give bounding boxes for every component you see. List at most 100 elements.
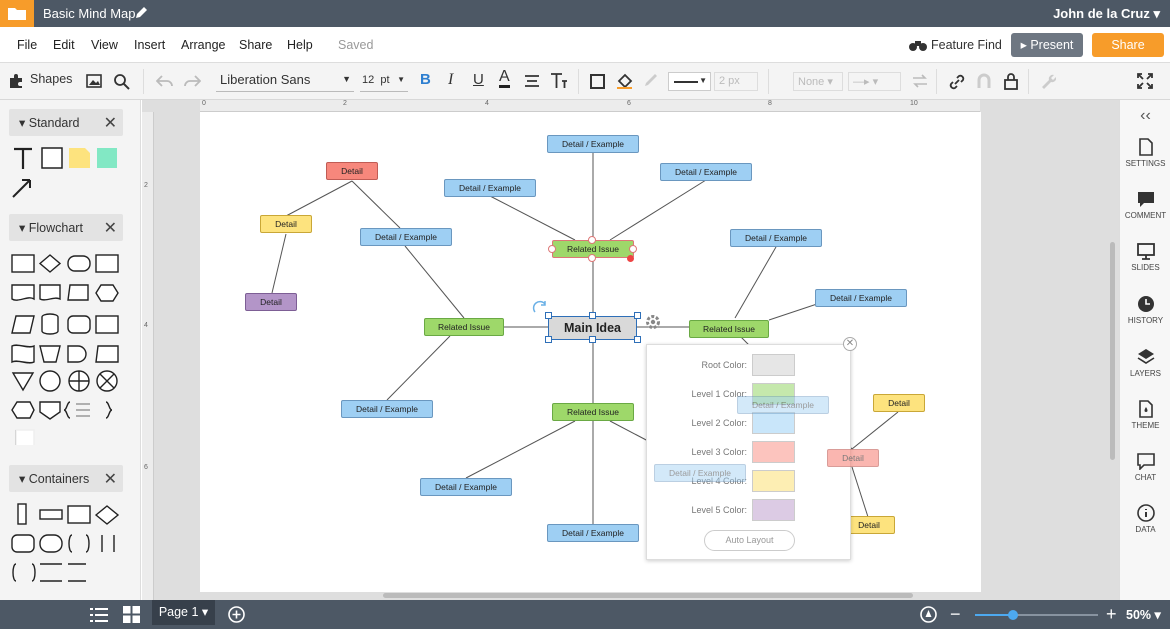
container-diamond-shape[interactable] [94,505,120,525]
settings-button[interactable]: SETTINGS [1120,138,1170,168]
zoom-in-button[interactable]: + [1106,604,1117,624]
node-detail-example[interactable]: Detail / Example [730,229,822,247]
close-icon[interactable]: ✕ [103,220,117,237]
rotate-icon[interactable] [532,300,548,314]
arrow-line-shape[interactable] [12,179,31,198]
node-related-issue[interactable]: Related Issue [424,318,504,336]
color-swatch-level4[interactable] [752,470,795,492]
line-width-input[interactable]: 2 px [714,72,758,91]
node-detail-example[interactable]: Detail / Example [420,478,512,496]
resize-handle[interactable] [545,312,552,319]
node-detail-example[interactable]: Detail / Example [815,289,907,307]
layers-button[interactable]: LAYERS [1120,348,1170,378]
lock-icon[interactable] [1003,72,1019,90]
close-icon[interactable]: ✕ [103,471,117,488]
wrench-icon[interactable] [1040,73,1056,89]
add-page-icon[interactable] [228,606,245,623]
font-family-select[interactable]: Liberation Sans▼ [216,70,354,92]
tape-shape[interactable] [11,344,35,364]
menu-arrange[interactable]: Arrange [181,38,226,52]
internal-storage-shape[interactable] [95,315,119,334]
arrow-start-select[interactable]: None ▾ [793,72,843,91]
database-shape[interactable] [41,313,59,335]
node-related-issue[interactable]: Related Issue [552,403,634,421]
gear-icon[interactable] [644,313,662,331]
data-button[interactable]: DATA [1120,504,1170,534]
resize-handle[interactable] [634,312,641,319]
text-shape[interactable] [14,147,32,169]
zoom-out-button[interactable]: − [950,604,961,624]
color-swatch-level5[interactable] [752,499,795,521]
node-detail-example[interactable]: Detail / Example [444,179,536,197]
horizontal-lines-shape[interactable] [68,563,86,582]
menu-help[interactable]: Help [287,38,313,52]
swap-arrows-icon[interactable] [912,74,928,88]
zoom-slider[interactable] [975,614,1098,616]
annotation-shape[interactable] [76,403,90,417]
resize-handle[interactable] [545,336,552,343]
slides-button[interactable]: SLIDES [1120,242,1170,272]
left-bracket-shape[interactable] [12,563,17,582]
node-detail[interactable]: Detail [873,394,925,412]
connection-handle[interactable] [588,254,596,262]
flowchart-shapes[interactable] [10,250,122,445]
fullscreen-icon[interactable] [1137,73,1153,89]
connection-dot[interactable] [627,255,634,262]
node-detail[interactable]: Detail [260,215,312,233]
menu-insert[interactable]: Insert [134,38,166,52]
node-detail[interactable]: Detail [843,516,895,534]
node-detail-example[interactable]: Detail / Example [547,524,639,542]
resize-handle[interactable] [589,336,596,343]
user-menu[interactable]: John de la Cruz ▾ [1053,6,1160,21]
shapes-label[interactable]: Shapes [30,72,73,86]
present-button[interactable]: ▸ Present [1011,33,1083,57]
border-icon[interactable] [589,73,606,90]
arrow-end-select[interactable]: —▸ ▾ [848,72,901,91]
line-color-icon[interactable] [643,72,659,88]
node-detail-example[interactable]: Detail / Example [341,400,433,418]
font-size-select[interactable]: 12 pt▼ [360,70,408,92]
italic-button[interactable]: I [448,71,454,88]
display-shape[interactable] [11,401,35,419]
list-view-icon[interactable] [90,607,108,623]
magnet-icon[interactable] [976,73,992,89]
document-title[interactable]: Basic Mind Map [43,6,136,21]
data-shape[interactable] [11,315,35,334]
process-shape[interactable] [11,254,35,273]
horizontal-lines-shape[interactable] [40,563,62,582]
align-icon[interactable] [525,75,539,87]
text-options-icon[interactable] [550,72,568,90]
document-shape[interactable] [11,284,35,301]
manual-operation-shape[interactable] [39,345,61,363]
loop-limit-shape[interactable] [95,345,119,363]
color-swatch-root[interactable] [752,354,795,376]
node-detail[interactable]: Detail [326,162,378,180]
menu-file[interactable]: File [17,38,38,52]
pill-container-shape[interactable] [39,534,63,553]
resize-handle[interactable] [589,312,596,319]
node-detail[interactable]: Detail [245,293,297,311]
horizontal-scrollbar[interactable] [383,593,913,598]
bracket-container-shape[interactable] [68,534,90,553]
menu-share[interactable]: Share [239,38,273,52]
bold-button[interactable]: B [420,71,431,88]
preparation-shape[interactable] [95,284,119,302]
menu-view[interactable]: View [91,38,118,52]
library-header-containers[interactable]: ▾ Containers✕ [9,465,123,492]
delay-shape[interactable] [67,345,87,363]
library-header-standard[interactable]: ▾ Standard✕ [9,109,123,136]
history-button[interactable]: HISTORY [1120,295,1170,325]
pencil-icon[interactable] [134,6,148,20]
undo-icon[interactable] [156,74,174,88]
container-shapes[interactable] [10,502,122,590]
resize-handle[interactable] [634,336,641,343]
node-related-issue[interactable]: Related Issue [689,320,769,338]
colored-block-shape[interactable] [97,148,117,168]
connector-shape[interactable] [39,370,61,392]
auto-layout-button[interactable]: Auto Layout [704,530,795,551]
right-bracket-shape[interactable] [31,563,36,582]
redo-icon[interactable] [183,74,201,88]
color-swatch-level2[interactable] [752,412,795,434]
vertical-swimlane-shape[interactable] [17,503,27,525]
decision-shape[interactable] [38,254,62,273]
